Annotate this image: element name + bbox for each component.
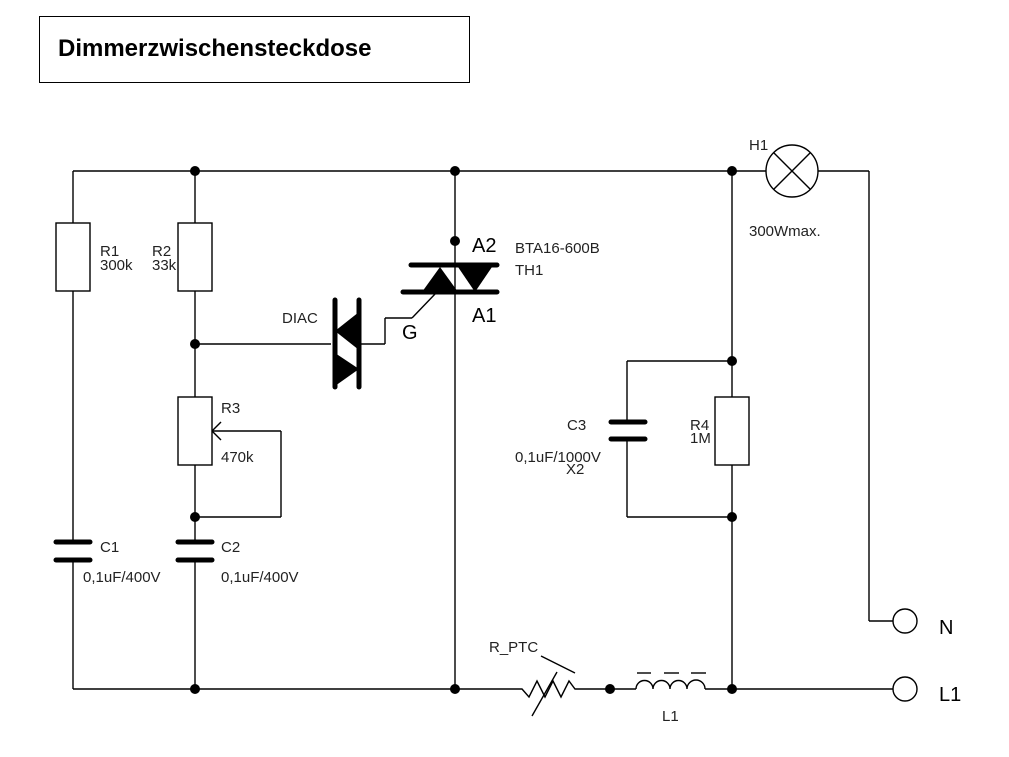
junction-dot xyxy=(190,512,200,522)
ptc-label: R_PTC xyxy=(489,639,538,656)
junction-dot xyxy=(190,684,200,694)
r3-ref-label: R3 xyxy=(221,400,240,417)
gate-lead xyxy=(411,292,437,319)
potentiometer-r3 xyxy=(177,396,213,466)
terminal-l1 xyxy=(892,676,918,702)
junction-dot xyxy=(727,356,737,366)
title-box: Dimmerzwischensteckdose xyxy=(39,16,470,83)
junction-dot xyxy=(727,684,737,694)
r3-wiper-arrow xyxy=(211,421,222,432)
lamp-h1-icon xyxy=(765,144,819,198)
r2-value-label: 33k xyxy=(152,257,177,274)
junction-dot xyxy=(190,166,200,176)
resistor-r1 xyxy=(55,222,91,292)
diac xyxy=(332,297,362,390)
junction-dot xyxy=(190,339,200,349)
triac-gate-label: G xyxy=(402,322,418,344)
terminal-n xyxy=(892,608,918,634)
triac-th1 xyxy=(400,262,500,295)
c3-ref-label: C3 xyxy=(567,417,586,434)
inductor-label: L1 xyxy=(662,708,679,725)
terminal-l1-label: L1 xyxy=(939,684,961,706)
terminal-n-label: N xyxy=(939,617,953,639)
c1-value-label: 0,1uF/400V xyxy=(83,569,161,586)
c3-class-label: X2 xyxy=(566,461,584,478)
r3-value-label: 470k xyxy=(221,449,254,466)
junction-dot xyxy=(450,166,460,176)
diagram-title: Dimmerzwischensteckdose xyxy=(58,35,372,62)
c2-value-label: 0,1uF/400V xyxy=(221,569,299,586)
inductor-l1 xyxy=(635,672,706,690)
lamp-rating-label: 300Wmax. xyxy=(749,223,821,240)
resistor-r2 xyxy=(177,222,213,292)
junction-dot xyxy=(605,684,615,694)
c2-ref-label: C2 xyxy=(221,539,240,556)
r2-ref-label: R2 xyxy=(152,243,171,260)
lamp-ref-label: H1 xyxy=(749,137,768,154)
r4-value-label: 1M xyxy=(690,430,711,447)
junction-dots xyxy=(190,166,737,694)
r1-value-label: 300k xyxy=(100,257,133,274)
junction-dot xyxy=(727,166,737,176)
r3-wiper-arrow xyxy=(211,430,222,441)
junction-dot xyxy=(727,512,737,522)
triac-part-label: BTA16-600B xyxy=(515,240,600,257)
resistor-r4 xyxy=(714,396,750,466)
triac-a2-label: A2 xyxy=(472,235,496,257)
triac-a2-pin-dot xyxy=(450,236,460,246)
r1-ref-label: R1 xyxy=(100,243,119,260)
diac-label: DIAC xyxy=(282,310,318,327)
triac-ref-label: TH1 xyxy=(515,262,543,279)
c3-value-label: 0,1uF/1000V xyxy=(515,449,601,466)
r4-ref-label: R4 xyxy=(690,417,709,434)
triac-a1-label: A1 xyxy=(472,305,496,327)
ptc-thermistor-r-ptc xyxy=(518,655,578,717)
junction-dot xyxy=(450,684,460,694)
c1-ref-label: C1 xyxy=(100,539,119,556)
